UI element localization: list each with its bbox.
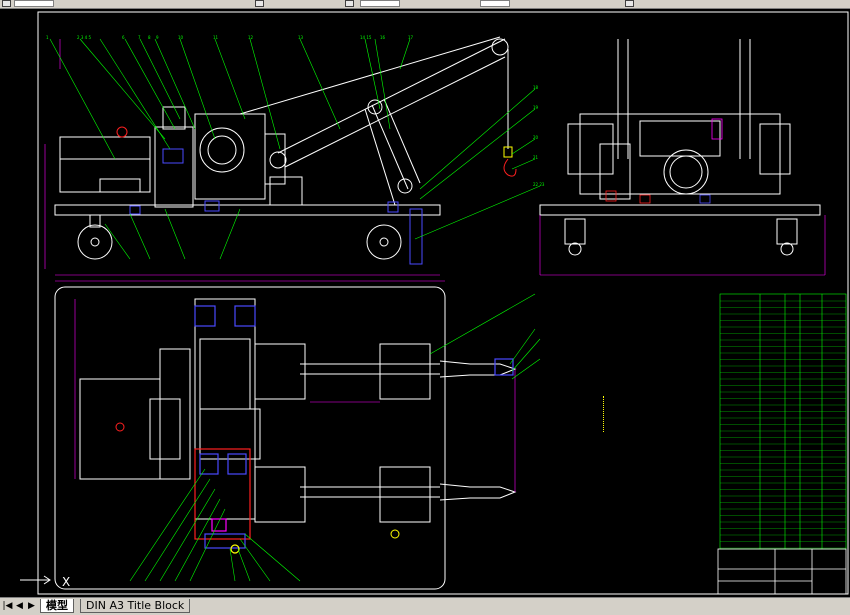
help-icon[interactable] bbox=[625, 0, 634, 7]
toolbar-dropdown[interactable] bbox=[14, 0, 54, 7]
svg-text:19: 19 bbox=[533, 105, 539, 110]
svg-text:16: 16 bbox=[380, 35, 386, 40]
svg-text:21: 21 bbox=[533, 155, 539, 160]
front-dimensions bbox=[44, 39, 440, 276]
tab-din-a3-title-block[interactable]: DIN A3 Title Block bbox=[80, 599, 191, 613]
folder-icon[interactable] bbox=[2, 0, 11, 7]
svg-text:11: 11 bbox=[213, 35, 219, 40]
svg-text:9: 9 bbox=[156, 35, 159, 40]
side-dimensions bbox=[539, 215, 826, 276]
top-dimensions bbox=[55, 280, 516, 492]
svg-text:12: 12 bbox=[248, 35, 254, 40]
side-view-accents bbox=[605, 118, 723, 204]
tab-model[interactable]: 模型 bbox=[40, 599, 74, 613]
top-view bbox=[54, 286, 517, 590]
svg-text:18: 18 bbox=[533, 85, 539, 90]
svg-text:10: 10 bbox=[178, 35, 184, 40]
title-block bbox=[717, 548, 847, 595]
ucs-icon: X bbox=[20, 575, 70, 589]
front-balloons bbox=[49, 38, 541, 260]
svg-text:17: 17 bbox=[408, 35, 414, 40]
tab-nav-next[interactable]: ▶ bbox=[28, 601, 35, 611]
properties-icon[interactable] bbox=[345, 0, 354, 7]
svg-text:20: 20 bbox=[533, 135, 539, 140]
tab-nav-prev[interactable]: ◀ bbox=[16, 601, 23, 611]
toolbar bbox=[0, 0, 850, 9]
parts-list bbox=[719, 293, 847, 550]
parts-list-rows bbox=[720, 300, 846, 549]
svg-text:6: 6 bbox=[122, 35, 125, 40]
scale-dropdown[interactable] bbox=[480, 0, 510, 7]
side-view bbox=[539, 39, 821, 256]
svg-text:7: 7 bbox=[138, 35, 141, 40]
top-balloons bbox=[129, 293, 541, 582]
svg-text:2 3 4 5: 2 3 4 5 bbox=[77, 35, 91, 40]
tab-nav-first[interactable]: |◀ bbox=[2, 601, 13, 611]
layout-tab-bar: |◀ ◀ ▶ 模型 DIN A3 Title Block bbox=[0, 597, 850, 615]
front-view bbox=[54, 36, 517, 265]
top-view-accents bbox=[194, 305, 514, 554]
svg-text:13: 13 bbox=[298, 35, 304, 40]
layer-icon[interactable] bbox=[255, 0, 264, 7]
svg-text:1: 1 bbox=[46, 35, 49, 40]
drawing-frame bbox=[37, 11, 849, 595]
technical-notes bbox=[603, 396, 684, 432]
svg-text:14 15: 14 15 bbox=[360, 35, 372, 40]
style-dropdown[interactable] bbox=[360, 0, 400, 7]
ucs-x-label: X bbox=[62, 575, 70, 589]
svg-text:22 23: 22 23 bbox=[533, 182, 545, 187]
svg-text:8: 8 bbox=[148, 35, 151, 40]
